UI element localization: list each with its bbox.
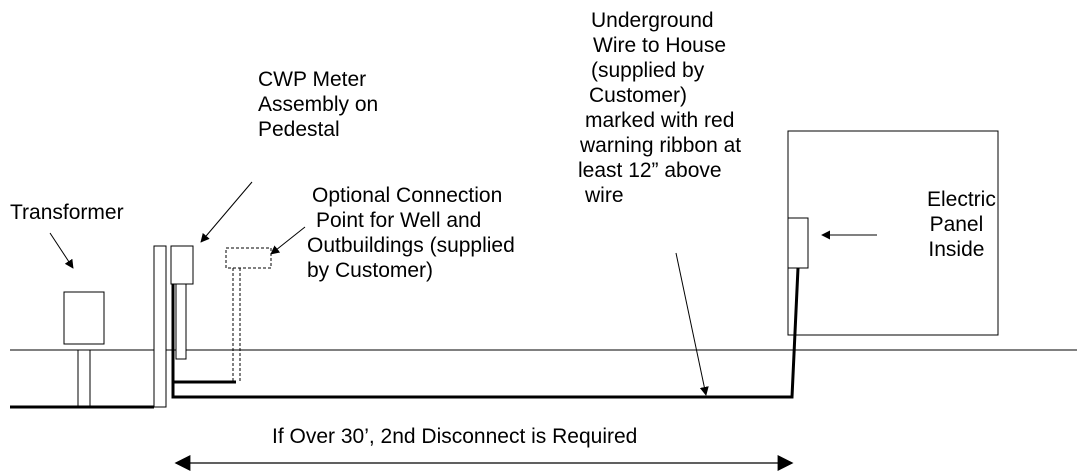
underground-arrow — [675, 252, 709, 396]
meter-arrow — [200, 181, 253, 243]
panel-label-line-2: Panel — [929, 213, 984, 236]
meter-label-line-1: CWP Meter — [258, 68, 367, 91]
meter-label-line-2: Assembly on — [258, 93, 379, 116]
underground-label-line-8: wire — [585, 184, 624, 207]
distance-label: If Over 30’, 2nd Disconnect is Required — [272, 425, 638, 448]
meter-label: CWP Meter Assembly on Pedestal — [258, 67, 378, 142]
underground-label-line-7: least 12” above — [578, 159, 722, 182]
underground-label-line-3: (supplied by — [591, 59, 705, 82]
panel-label-line-3: Inside — [928, 238, 985, 261]
underground-label-line-4: Customer) — [589, 84, 688, 107]
underground-label-line-6: warning ribbon at — [580, 134, 742, 157]
meter-label-line-3: Pedestal — [258, 118, 340, 141]
underground-label-line-2: Wire to House — [593, 34, 727, 57]
optional-label-line-4: by Customer) — [307, 259, 434, 282]
house-outline — [787, 130, 999, 336]
service-wire — [10, 267, 800, 409]
underground-label-line-1: Underground — [591, 9, 714, 32]
pedestal-shape — [153, 245, 194, 408]
transformer-shape — [63, 291, 105, 408]
underground-label-line-5: marked with red — [585, 109, 735, 132]
transformer-arrow — [49, 232, 74, 269]
optional-label-line-2: Point for Well and — [316, 209, 482, 232]
underground-wire-label: Underground Wire to House (supplied by C… — [578, 8, 741, 208]
electric-panel-box — [787, 217, 809, 269]
optional-connection-point — [225, 247, 272, 381]
panel-label-line-1: Electric — [927, 188, 996, 211]
optional-arrow — [270, 226, 306, 255]
transformer-label: Transformer — [10, 201, 124, 224]
optional-label-line-1: Optional Connection — [312, 184, 503, 207]
electric-panel-label: Electric Panel Inside — [903, 187, 996, 262]
optional-connection-label: Optional Connection Point for Well and O… — [307, 183, 515, 283]
optional-label-line-3: Outbuildings (supplied — [307, 234, 515, 257]
